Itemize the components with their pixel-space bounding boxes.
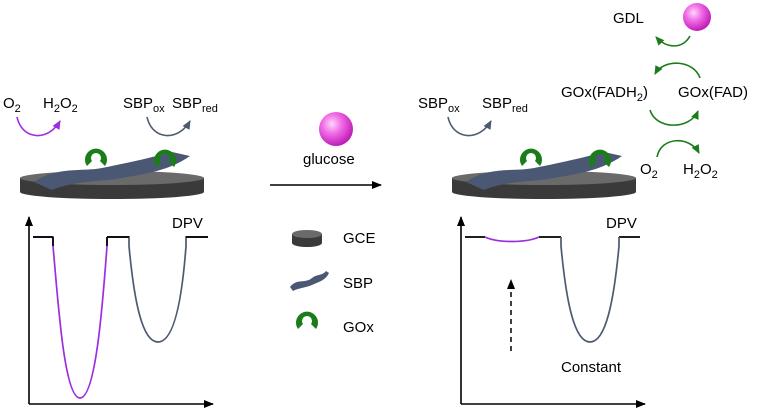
legend: GCE SBP GOx: [290, 230, 376, 336]
middle-panel: glucose GCE SBP GOx: [270, 112, 382, 336]
legend-label: GCE: [343, 230, 376, 247]
legend-sbp: SBP: [290, 271, 373, 292]
left-panel: O2 H2O2 SBPox SBPred DPV: [3, 95, 218, 408]
enzyme-icon: [296, 311, 318, 329]
o2-to-h2o2-arrow: [656, 139, 700, 158]
constant-label: Constant: [561, 359, 622, 376]
dpv-peak-small: [107, 236, 208, 343]
o2-to-h2o2-arrow: [16, 116, 61, 137]
gox-enzyme-icon: [520, 148, 542, 166]
dpv-label: DPV: [172, 215, 203, 232]
legend-label: GOx: [343, 319, 374, 336]
glucose-ball-icon: [319, 112, 353, 146]
electrode-disk-icon: [292, 230, 322, 238]
goxfadh2-label: GOx(FADH2): [561, 84, 648, 104]
glucose-label: glucose: [303, 151, 355, 168]
fadh2-to-fad-arrow: [649, 109, 699, 126]
sbp-red-label: SBPred: [482, 95, 528, 115]
wavy-sheet-icon: [290, 271, 329, 291]
sbp-ox-label: SBPox: [418, 95, 460, 115]
dpv-flat-signal: [484, 236, 540, 243]
dpv-baseline-joins: [52, 237, 108, 246]
legend-gox: GOx: [296, 311, 374, 336]
o2-label: O2: [640, 161, 658, 181]
gdl-label: GDL: [613, 10, 644, 27]
sbp-ox-label: SBPox: [123, 95, 165, 115]
glucose-ball-icon: [683, 3, 711, 31]
legend-label: SBP: [343, 275, 373, 292]
fad-to-fadh2-arrow: [654, 62, 701, 79]
h2o2-label: H2O2: [683, 161, 718, 181]
dpv-label: DPV: [606, 215, 637, 232]
dpv-peak-large: [33, 236, 108, 399]
gox-enzyme-icon: [85, 148, 107, 166]
sbp-red-label: SBPred: [172, 95, 218, 115]
glucose-to-gdl-arrow: [655, 35, 691, 47]
right-panel: SBPox SBPred GDL GOx(FADH2) GOx(FAD) O2 …: [418, 3, 748, 408]
o2-label: O2: [3, 95, 21, 115]
sbp-redox-arrow: [146, 116, 191, 137]
h2o2-label: H2O2: [43, 95, 78, 115]
goxfad-label: GOx(FAD): [678, 84, 748, 101]
dpv-peak-small: [560, 237, 620, 343]
sbp-redox-arrow: [447, 116, 492, 137]
legend-gce: GCE: [292, 230, 376, 247]
